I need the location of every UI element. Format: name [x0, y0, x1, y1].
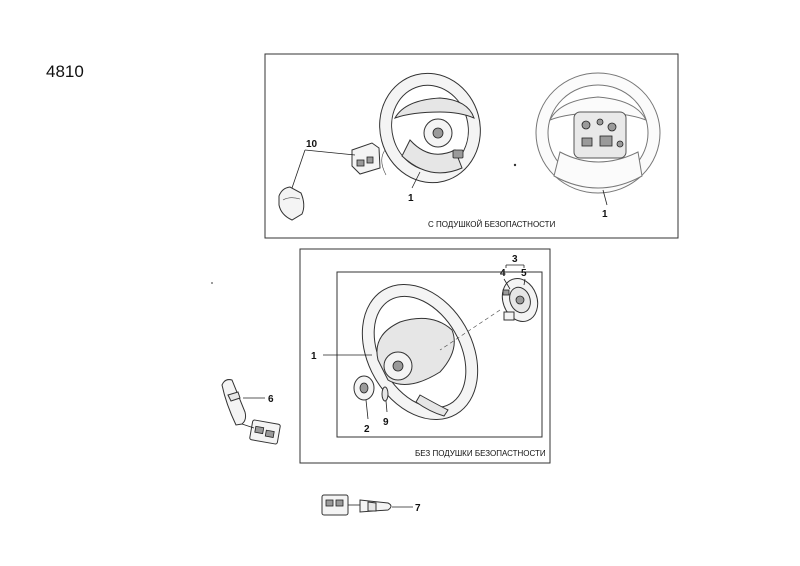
callout-6: 6 — [268, 394, 274, 405]
leader-4 — [503, 278, 511, 290]
hub-nut — [353, 375, 375, 401]
assembly-axis — [439, 309, 501, 351]
steering-wheel-without-airbag — [361, 283, 479, 421]
callout-4: 4 — [500, 268, 506, 279]
callout-3: 3 — [512, 254, 518, 265]
leader-9 — [385, 400, 388, 413]
caption-with-airbag: С ПОДУШКОЙ БЕЗОПАСТНОСТИ — [428, 220, 556, 229]
leader-1-airbag-right — [602, 189, 608, 206]
wiper-lever — [321, 494, 392, 516]
leader-10-a — [304, 149, 356, 156]
airbag-cover — [351, 142, 381, 175]
steering-wheel-with-airbag — [379, 72, 481, 184]
callout-1-airbag-left: 1 — [408, 193, 414, 204]
horn-contact-assembly — [501, 278, 539, 322]
callout-7: 7 — [415, 503, 421, 514]
callout-10: 10 — [306, 139, 318, 150]
leader-2 — [365, 399, 369, 420]
callout-5: 5 — [521, 268, 527, 279]
diagram-code: 4810 — [46, 62, 84, 81]
stray-mark — [211, 282, 213, 284]
leader-10-b — [291, 149, 306, 189]
panel-with-airbag — [264, 53, 679, 239]
panel-without-airbag — [299, 248, 551, 464]
marker-dot — [513, 163, 517, 167]
leader-1-airbag-left — [411, 171, 421, 189]
washer — [381, 386, 389, 402]
steering-wheel-rear-view — [535, 72, 661, 194]
leader-5 — [523, 278, 526, 286]
callout-1-noairbag: 1 — [311, 351, 317, 362]
callout-2: 2 — [364, 424, 370, 435]
turn-signal-lever — [221, 379, 281, 445]
inner-frame — [336, 271, 543, 438]
callout-9: 9 — [383, 417, 389, 428]
caption-without-airbag: БЕЗ ПОДУШКИ БЕЗОПАСТНОСТИ — [415, 449, 546, 458]
horn-pad — [278, 186, 305, 221]
callout-1-airbag-right: 1 — [602, 209, 608, 220]
